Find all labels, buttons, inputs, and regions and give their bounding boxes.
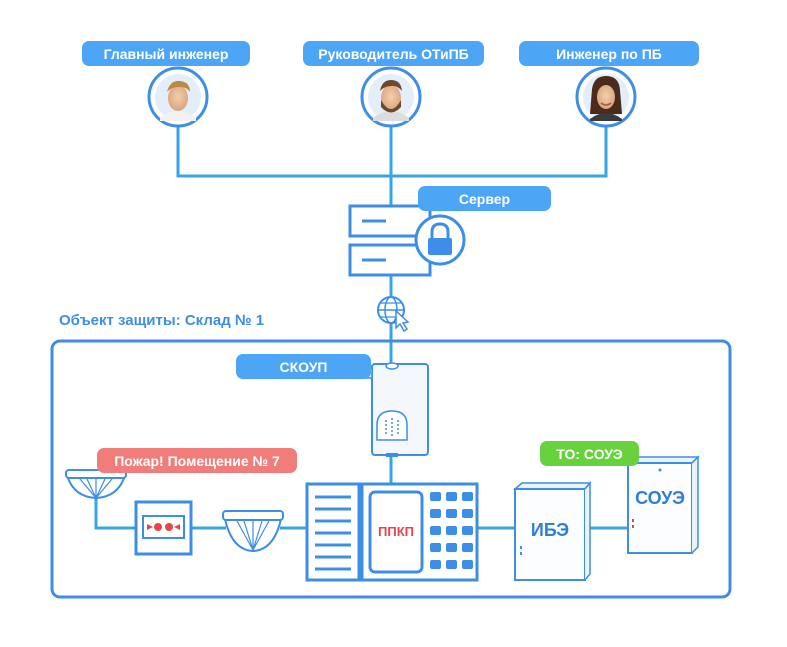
avatar-chief-engineer: [147, 66, 209, 128]
role-label-fire-engineer: Инженер по ПБ: [519, 41, 699, 66]
soue-label: СОУЭ: [635, 488, 685, 508]
server-label: Сервер: [418, 186, 551, 211]
soue-box: СОУЭ: [626, 455, 700, 554]
lock-icon: [414, 214, 466, 266]
skoup-device: [365, 362, 429, 457]
role-label-head-otipb: Руководитель ОТиПБ: [303, 41, 484, 66]
smoke-detector-icon: [222, 510, 284, 553]
fire-alert-badge: Пожар! Помещение № 7: [97, 448, 297, 473]
ibe-box: ИБЭ: [512, 480, 592, 581]
object-title: Объект защиты: Склад № 1: [59, 312, 265, 329]
ppkp-panel: ППКП: [305, 482, 479, 582]
maintenance-badge: ТО: СОУЭ: [540, 441, 639, 466]
smoke-detector-icon: [65, 469, 127, 500]
manual-call-point-icon: [134, 500, 193, 556]
ibe-label: ИБЭ: [531, 520, 569, 540]
ppkp-label: ППКП: [378, 524, 414, 539]
avatar-head-otipb: [360, 66, 422, 128]
role-label-chief-engineer: Главный инженер: [82, 41, 250, 66]
globe-cursor-icon: [377, 296, 410, 333]
object-frame: [50, 339, 732, 599]
skoup-label: СКОУП: [236, 354, 371, 379]
avatar-fire-engineer: [575, 66, 637, 128]
